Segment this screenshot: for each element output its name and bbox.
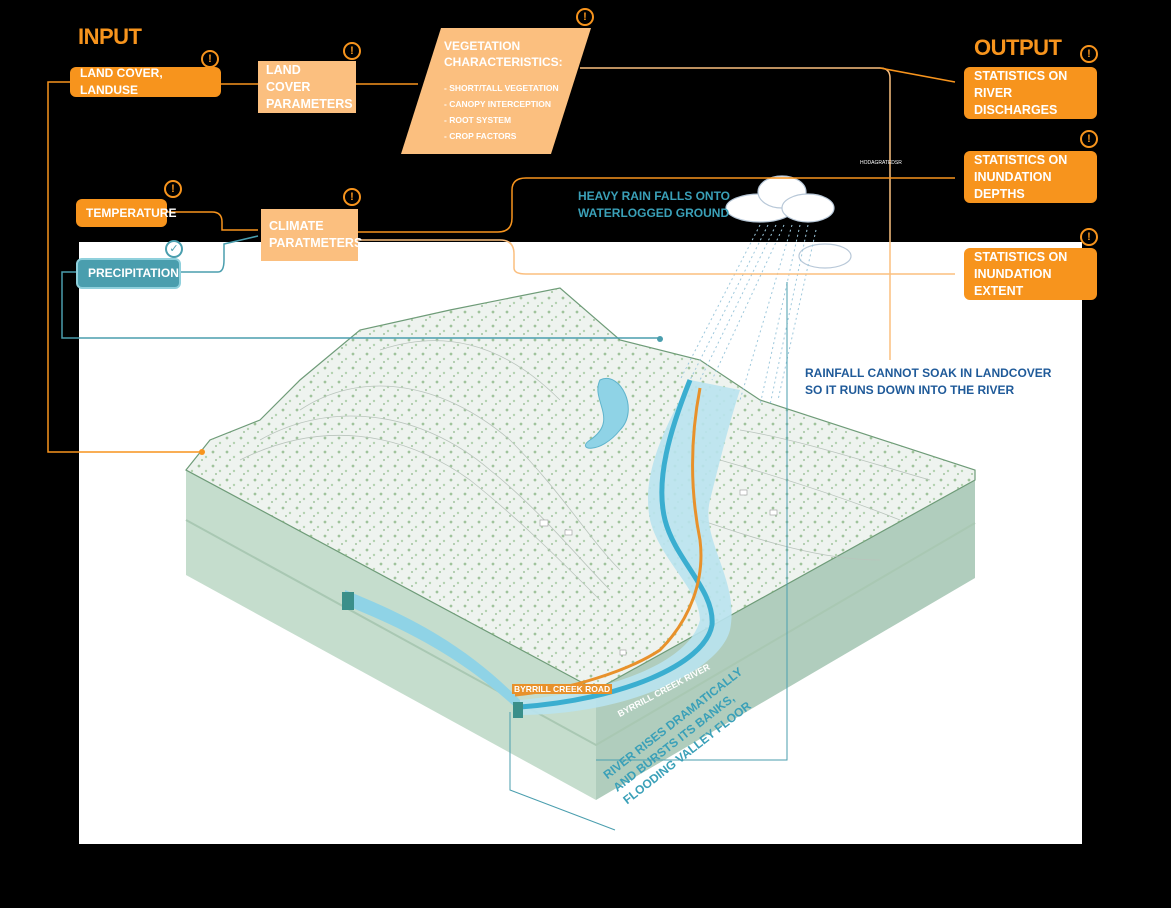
warning-icon: ! [164, 180, 182, 198]
rainfall-line1: RAINFALL CANNOT SOAK IN LANDCOVER [805, 366, 1052, 380]
output-extent-line2: INUNDATION EXTENT [974, 266, 1052, 298]
check-icon: ✓ [165, 240, 183, 258]
output-depths-line2: INUNDATION DEPTHS [974, 169, 1052, 201]
heavy-rain-callout: HEAVY RAIN FALLS ONTO WATERLOGGED GROUND [578, 188, 730, 222]
rainfall-line2: SO IT RUNS DOWN INTO THE RIVER [805, 383, 1015, 397]
vegetation-item: - SHORT/TALL VEGETATION [444, 83, 559, 93]
output-extent-line1: STATISTICS ON [974, 249, 1068, 264]
heavy-rain-line1: HEAVY RAIN FALLS ONTO [578, 189, 731, 203]
vegetation-title-line1: VEGETATION [444, 39, 521, 53]
land-cover-params-line2: PARAMETERS [266, 96, 353, 111]
climate-params-line2: PARATMETERS [269, 236, 363, 250]
output-depths-line1: STATISTICS ON [974, 152, 1068, 167]
output-extent-box: STATISTICS ON INUNDATION EXTENT [964, 248, 1097, 300]
output-discharges-line2: RIVER DISCHARGES [974, 85, 1058, 117]
climate-params-box: CLIMATE PARATMETERS [261, 209, 363, 261]
small-label: HODAGRATEDSR [860, 160, 902, 166]
road-label: BYRRILL CREEK ROAD [512, 684, 613, 694]
output-discharges-box: STATISTICS ON RIVER DISCHARGES [964, 67, 1097, 119]
warning-icon: ! [576, 8, 594, 26]
output-depths-box: STATISTICS ON INUNDATION DEPTHS [964, 151, 1097, 203]
warning-icon: ! [1080, 130, 1098, 148]
land-cover-params-box: LAND COVER PARAMETERS [258, 61, 356, 113]
precipitation-label: PRECIPITATION [88, 266, 179, 280]
vegetation-item: - ROOT SYSTEM [444, 115, 512, 125]
temperature-box: TEMPERATURE [76, 199, 177, 227]
precipitation-box: PRECIPITATION [76, 258, 181, 289]
input-heading: INPUT [78, 24, 142, 49]
vegetation-item: - CROP FACTORS [444, 131, 517, 141]
warning-icon: ! [1080, 228, 1098, 246]
vegetation-item: - CANOPY INTERCEPTION [444, 99, 552, 109]
output-discharges-line1: STATISTICS ON [974, 68, 1068, 83]
output-heading: OUTPUT [974, 35, 1062, 60]
warning-icon: ! [343, 188, 361, 206]
land-cover-label: LAND COVER, LANDUSE [80, 66, 163, 97]
climate-params-line1: CLIMATE [269, 219, 324, 233]
warning-icon: ! [343, 42, 361, 60]
heavy-rain-line2: WATERLOGGED GROUND [578, 206, 730, 220]
temperature-label: TEMPERATURE [86, 205, 177, 220]
vegetation-box: VEGETATION CHARACTERISTICS: - SHORT/TALL… [401, 28, 591, 154]
vegetation-title-line2: CHARACTERISTICS: [444, 55, 563, 69]
warning-icon: ! [201, 50, 219, 68]
warning-icon: ! [1080, 45, 1098, 63]
land-cover-box: LAND COVER, LANDUSE [70, 66, 221, 97]
rainfall-callout: RAINFALL CANNOT SOAK IN LANDCOVER SO IT … [805, 365, 1051, 399]
land-cover-params-line1: LAND COVER [266, 62, 311, 94]
